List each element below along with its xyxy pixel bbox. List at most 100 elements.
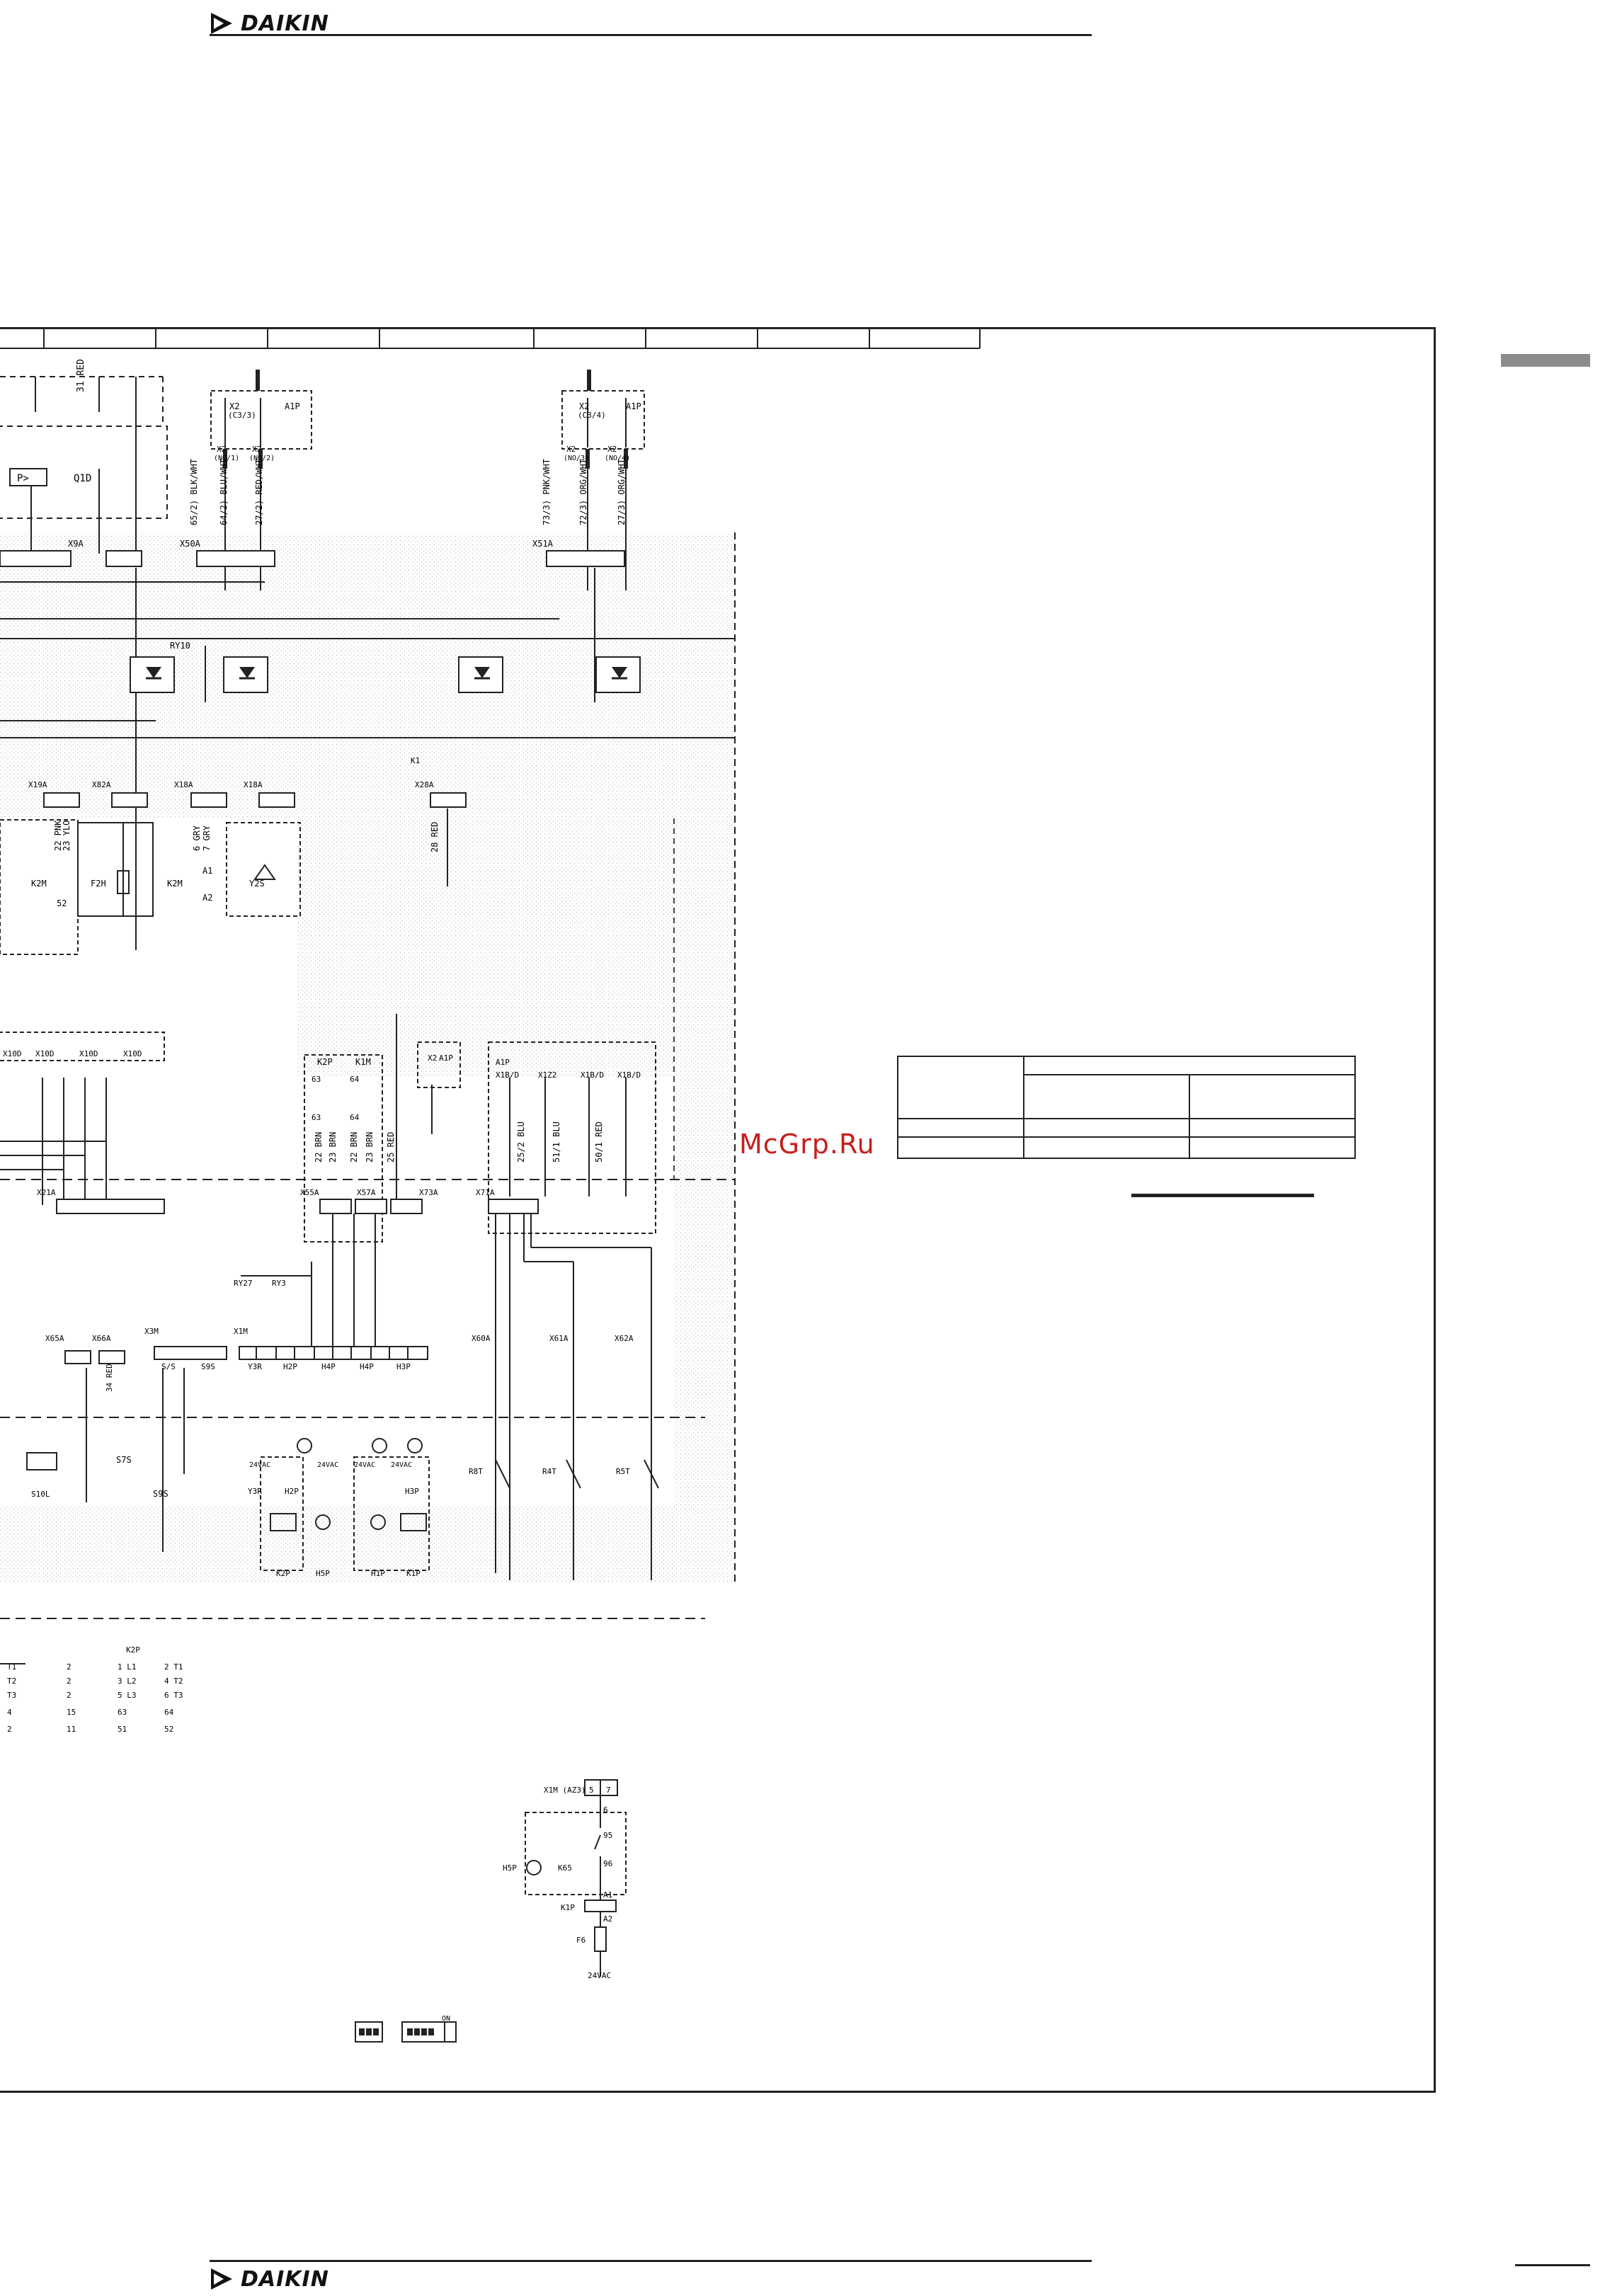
dip-on-label: ON bbox=[442, 2015, 450, 2023]
bottom-terminal-strip bbox=[64, 1346, 428, 1364]
safety-pin-7: 7 bbox=[606, 1786, 611, 1795]
conn-x65a: X65A bbox=[45, 1334, 64, 1343]
safety-pin-a2: A2 bbox=[603, 1914, 612, 1924]
comp-k1m: K1M bbox=[355, 1057, 371, 1067]
volt-b: 24VAC bbox=[317, 1461, 338, 1469]
a1p-x2-pin-d: X2 bbox=[252, 445, 261, 454]
conn-x1m: X1M bbox=[234, 1327, 248, 1336]
comp-k2p: K2P bbox=[317, 1057, 333, 1067]
conn-x21a: X21A bbox=[37, 1188, 56, 1197]
label-h4p: H4P bbox=[321, 1362, 336, 1371]
wire-22brn-b: 22 BRN bbox=[349, 1132, 359, 1163]
k2p-title: K2P bbox=[126, 1645, 140, 1655]
a1p-x2-pin-e: (NO/2) bbox=[249, 455, 275, 462]
safety-pin-a1: A1 bbox=[603, 1890, 612, 1900]
volt-a: 24VAC bbox=[249, 1461, 270, 1469]
wire-25blu: 25/2 BLU bbox=[516, 1121, 526, 1163]
wire-6gry: 6 GRY bbox=[192, 825, 202, 851]
k1-label: K1 bbox=[411, 756, 420, 765]
svg-text:2 T1: 2 T1 bbox=[164, 1662, 183, 1672]
wire-23brn-b: 23 BRN bbox=[365, 1132, 375, 1163]
mid-connector-row bbox=[43, 792, 467, 808]
wire-7gry: 7 GRY bbox=[202, 825, 212, 851]
a1p2-x2-pin-c: (NO/3) bbox=[564, 455, 589, 462]
conn-x60a: X60A bbox=[472, 1334, 491, 1343]
device-h2p: H2P bbox=[285, 1487, 299, 1496]
svg-text:6 T3: 6 T3 bbox=[164, 1691, 183, 1700]
device-r8t: R8T bbox=[469, 1467, 483, 1476]
diode-group bbox=[130, 656, 641, 693]
conn-x55a: X55A bbox=[300, 1188, 319, 1197]
svg-text:64: 64 bbox=[164, 1708, 174, 1717]
wire-72: 72/3) ORG/WHT bbox=[578, 459, 588, 525]
wire-22pnk: 22 PNK bbox=[53, 820, 63, 851]
safety-terminal: X1M (AZ3) bbox=[544, 1786, 586, 1795]
wire-50red: 50/1 RED bbox=[594, 1121, 604, 1163]
pressure-switch-label: P> bbox=[17, 473, 29, 484]
top-left-boxes bbox=[0, 376, 168, 554]
device-h3p: H3P bbox=[405, 1487, 419, 1496]
relay-ry3: RY3 bbox=[272, 1279, 286, 1288]
comp-y2s: Y2S bbox=[249, 879, 265, 889]
wire-23ylo: 23 YLO bbox=[62, 821, 72, 851]
conn-x10d-c: X10D bbox=[79, 1049, 98, 1058]
comp-a1p-2: A1P bbox=[496, 1058, 510, 1067]
conn-x61a: X61A bbox=[549, 1334, 569, 1343]
brand-logo-footer: DAIKIN bbox=[210, 2264, 351, 2294]
safety-pin-96: 96 bbox=[603, 1859, 612, 1868]
svg-text:T3: T3 bbox=[7, 1691, 16, 1700]
daikin-logo-icon bbox=[211, 13, 232, 34]
lower-wiring bbox=[0, 1141, 652, 1580]
safety-pin-5: 5 bbox=[589, 1786, 594, 1795]
svg-text:4: 4 bbox=[7, 1708, 12, 1717]
comp-f2h: F2H bbox=[91, 879, 106, 889]
legend-underline bbox=[1131, 1194, 1314, 1197]
footer-rule bbox=[210, 2260, 1092, 2262]
a1p-x2-label: X2 bbox=[229, 401, 239, 411]
device-r4t: R4T bbox=[542, 1467, 556, 1476]
safety-k1p: K1P bbox=[561, 1903, 575, 1912]
volt-d: 24VAC bbox=[391, 1461, 412, 1469]
a1p-x2-pin-c: (NO/1) bbox=[214, 455, 239, 462]
wiring-diagram: 31 RED P> Q1D X2 (C3/3) A1P X2 (NO/1) X2… bbox=[0, 327, 981, 2043]
pcb-area bbox=[0, 532, 736, 1583]
a1p-x2-pin-a: (C3/3) bbox=[228, 411, 256, 420]
conn-x28a: X28A bbox=[415, 780, 434, 789]
conn-x18a-b: X18A bbox=[244, 780, 263, 789]
pin-a2: A2 bbox=[202, 893, 212, 903]
svg-text:4 T2: 4 T2 bbox=[164, 1677, 183, 1686]
page-number-rule bbox=[1515, 2264, 1590, 2266]
brand-name: DAIKIN bbox=[241, 11, 329, 36]
pcb-traces bbox=[0, 568, 735, 950]
comp-a1p: A1P bbox=[439, 1053, 453, 1063]
top-connector-row bbox=[0, 550, 625, 567]
dip-switches bbox=[355, 2021, 457, 2043]
conn-x3m: X3M bbox=[144, 1327, 159, 1336]
wire-25red: 25 RED bbox=[386, 1132, 396, 1163]
safety-circuit bbox=[525, 1779, 627, 1977]
safety-volt: 24VAC bbox=[588, 1971, 611, 1980]
watermark: McGrp.Ru bbox=[739, 1129, 875, 1160]
field-devices bbox=[0, 1368, 705, 1619]
svg-text:51: 51 bbox=[118, 1725, 127, 1734]
device-s10l: S10L bbox=[31, 1490, 50, 1499]
wire-73: 73/3) PNK/WHT bbox=[542, 459, 552, 525]
pin-a1: A1 bbox=[202, 866, 212, 876]
conn-x57a: X57A bbox=[357, 1188, 376, 1197]
device-h5p: H5P bbox=[316, 1569, 330, 1578]
device-k1p: K1P bbox=[406, 1569, 421, 1578]
conn-x71a: X71A bbox=[476, 1188, 495, 1197]
conn-x66a: X66A bbox=[92, 1334, 111, 1343]
svg-text:2: 2 bbox=[67, 1677, 72, 1686]
label-h2p: H2P bbox=[283, 1362, 297, 1371]
wire-label-red: 31 RED bbox=[76, 359, 86, 392]
svg-text:52: 52 bbox=[164, 1725, 173, 1734]
pin-63: 63 bbox=[312, 1075, 321, 1084]
conn-x18a-a: X18A bbox=[174, 780, 193, 789]
header-rule bbox=[210, 34, 1092, 36]
device-h1p: H1P bbox=[371, 1569, 385, 1578]
conn-x1bd-c: X1B/D bbox=[617, 1070, 641, 1080]
column-header-strip bbox=[0, 327, 981, 349]
pin-52: 52 bbox=[57, 898, 67, 908]
